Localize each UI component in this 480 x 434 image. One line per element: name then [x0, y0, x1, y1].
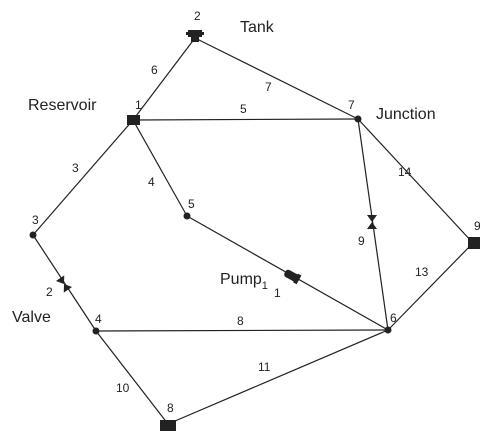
label-reservoir: Reservoir [28, 97, 97, 114]
tank-icon [186, 30, 204, 42]
node-label-4: 4 [95, 312, 102, 326]
link-label-9: 9 [358, 234, 365, 248]
link-8 [95, 329, 389, 332]
label-valve: Valve [12, 309, 51, 326]
link-label-10: 10 [116, 381, 130, 395]
link-13 [387, 242, 474, 331]
node-label-6: 6 [390, 311, 397, 325]
node-4 [92, 327, 100, 335]
node-label-8: 8 [167, 401, 174, 415]
link-label-2: 2 [46, 285, 53, 299]
link-label-8: 8 [237, 314, 244, 328]
link-2 [32, 234, 97, 332]
link-4 [132, 119, 188, 217]
node-1 [127, 115, 140, 125]
valve-icon [55, 275, 73, 293]
node-3 [29, 231, 37, 239]
pump-label-text: Pump [220, 271, 262, 288]
label-pump: Pump1 [220, 271, 268, 292]
node-2 [186, 30, 204, 42]
link-label-14: 14 [398, 165, 412, 179]
node-label-7: 7 [348, 98, 355, 112]
node-5 [183, 212, 191, 220]
link-label-3: 3 [72, 161, 79, 175]
node-7 [354, 115, 362, 123]
link-label-1: 1 [274, 286, 281, 300]
node-8 [160, 420, 176, 431]
link-6 [132, 37, 196, 121]
node-9 [468, 237, 480, 249]
link-label-11: 11 [258, 360, 271, 374]
link-label-5: 5 [240, 102, 247, 116]
pump-label-subscript: 1 [262, 280, 268, 292]
node-label-3: 3 [32, 213, 39, 227]
node-label-1: 1 [135, 98, 142, 112]
pump-icon [284, 269, 302, 285]
node-label-5: 5 [188, 197, 195, 211]
link-14 [357, 118, 474, 244]
label-junction: Junction [376, 106, 436, 123]
link-label-4: 4 [148, 175, 155, 189]
node-label-9: 9 [474, 219, 480, 233]
reservoir-icon [127, 115, 140, 125]
link-11 [167, 329, 389, 425]
link-label-7: 7 [265, 80, 272, 94]
link-3 [32, 119, 134, 236]
link-10 [95, 330, 169, 425]
link-7 [194, 37, 359, 120]
node-6 [384, 326, 392, 334]
link-5 [132, 118, 359, 121]
link-label-13: 13 [415, 265, 429, 279]
link-label-6: 6 [151, 63, 158, 77]
label-tank: Tank [240, 19, 275, 36]
node-label-2: 2 [194, 9, 201, 23]
valve-icon [367, 215, 377, 229]
